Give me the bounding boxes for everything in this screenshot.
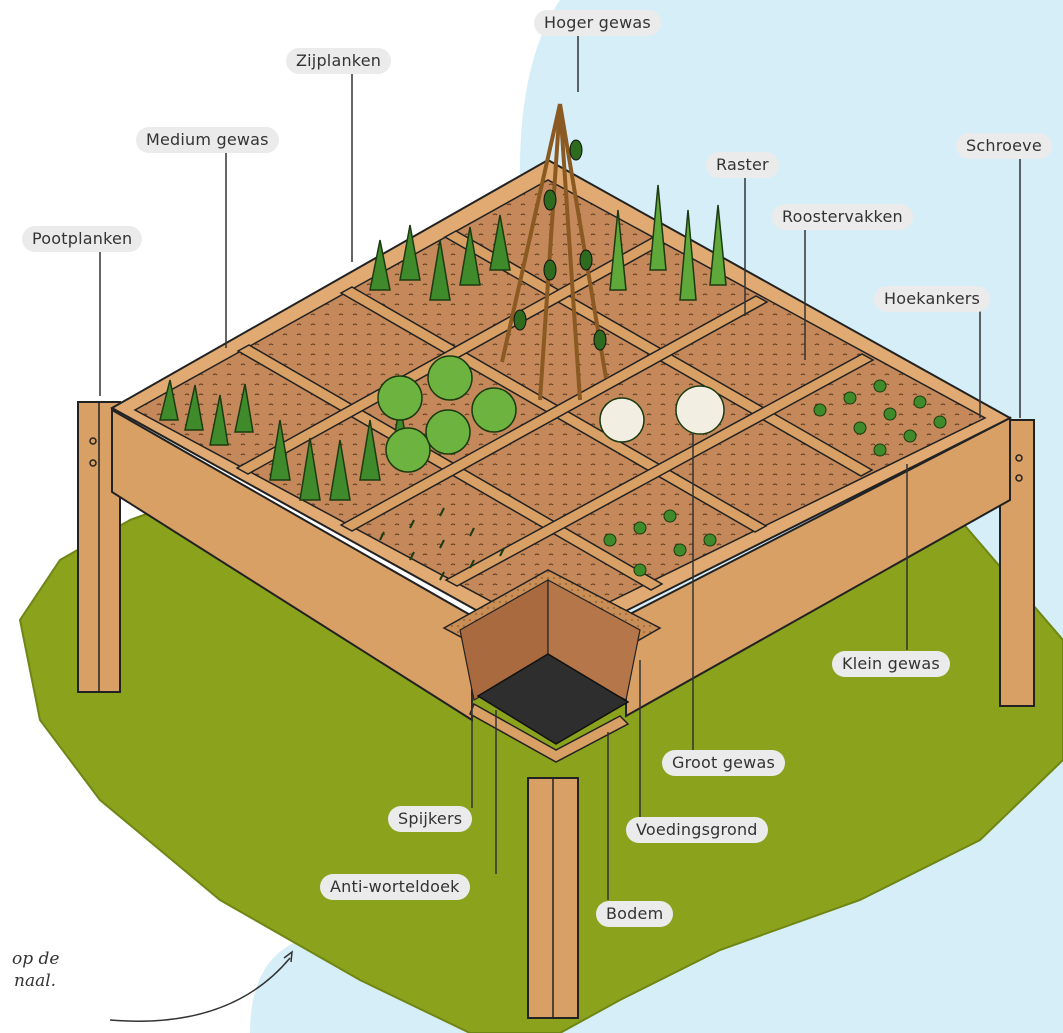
label-hoekankers: Hoekankers — [874, 286, 991, 312]
label-zijplanken: Zijplanken — [286, 48, 392, 74]
lettuce — [377, 355, 517, 473]
note-arrow — [109, 957, 291, 1022]
leeks — [609, 184, 727, 301]
label-klein-gewas: Klein gewas — [832, 651, 950, 677]
note-line-2: naal. — [14, 971, 57, 991]
tall-crop-leaves — [513, 139, 607, 351]
seedlings — [379, 507, 505, 581]
label-hoger-gewas: Hoger gewas — [534, 10, 661, 36]
anti-root-cloth — [476, 653, 630, 745]
label-bodem: Bodem — [596, 901, 674, 927]
label-groot-gewas: Groot gewas — [662, 750, 785, 776]
bottom-board — [469, 702, 630, 763]
label-pootplanken: Pootplanken — [22, 226, 143, 252]
label-roostervakken: Roostervakken — [772, 204, 913, 230]
label-anti-worteldoek: Anti-worteldoek — [320, 874, 470, 900]
label-voedingsgrond: Voedingsgrond — [626, 817, 768, 843]
label-medium-gewas: Medium gewas — [136, 127, 279, 153]
leader-lines — [99, 36, 1021, 900]
handwritten-note: op de naal. — [0, 948, 59, 992]
label-spijkers: Spijkers — [388, 806, 473, 832]
note-line-1: op de — [12, 949, 60, 969]
cauliflower — [599, 385, 725, 443]
label-schroeven: Schroeve — [956, 133, 1052, 159]
label-raster: Raster — [706, 152, 779, 178]
small-crops — [603, 379, 947, 577]
